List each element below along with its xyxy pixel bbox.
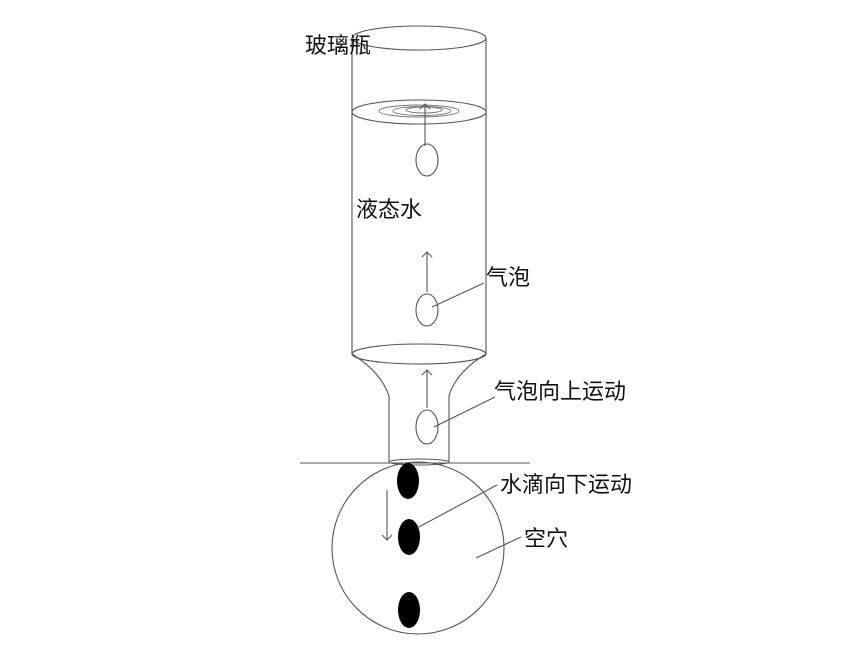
water-droplet-1 xyxy=(397,463,419,499)
cavity-circle xyxy=(331,461,505,635)
bottle-shoulder-right xyxy=(448,353,487,397)
liquid-water xyxy=(351,99,487,365)
label-bubble-moves-up: 气泡向上运动 xyxy=(494,380,626,405)
surface-ripple-1 xyxy=(378,104,460,118)
water-surface xyxy=(351,99,487,125)
bottle-top-rim xyxy=(351,25,487,51)
bubbles xyxy=(415,103,439,445)
water-droplet-2 xyxy=(398,519,420,555)
water-bottom-ellipse xyxy=(351,343,487,365)
label-bubble: 气泡 xyxy=(486,266,530,291)
neck-opening xyxy=(388,458,450,466)
label-bottle: 玻璃瓶 xyxy=(305,34,371,59)
leader-bubble-moves-up xyxy=(433,396,496,428)
bubble-neck xyxy=(415,409,439,445)
bottle-shoulder-left xyxy=(351,353,390,397)
leader-bubble xyxy=(431,282,485,308)
cavity xyxy=(331,461,505,635)
label-liquid-water: 液态水 xyxy=(356,198,422,223)
surface-ripple-3 xyxy=(405,106,443,114)
leader-droplet-moves-down xyxy=(416,484,498,529)
leader-lines xyxy=(416,282,522,559)
label-droplet-moves-down: 水滴向下运动 xyxy=(500,473,632,498)
leader-cavity xyxy=(475,536,522,559)
water-droplet-3 xyxy=(398,592,420,628)
glass-bottle xyxy=(351,25,487,466)
bubble-middle xyxy=(415,293,439,327)
label-cavity: 空穴 xyxy=(524,527,568,552)
bubble-top xyxy=(415,143,439,177)
surface-ripple-2 xyxy=(392,106,452,116)
